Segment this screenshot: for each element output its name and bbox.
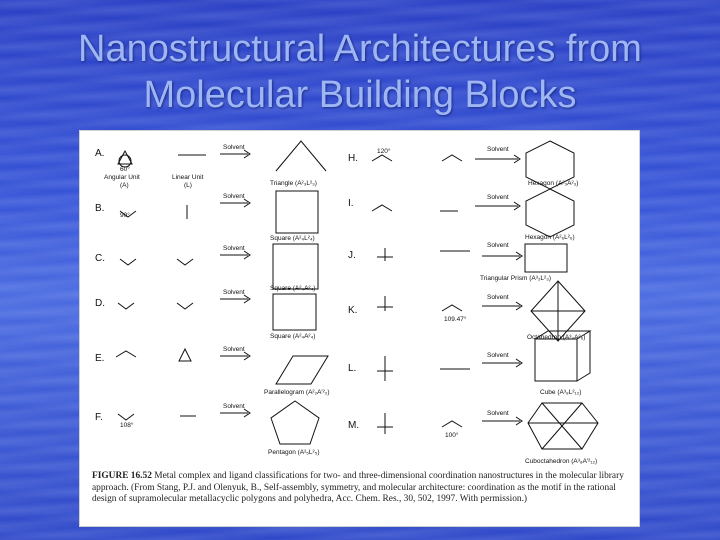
square-d-label: Square (A²₄A²₄) [270,333,315,340]
figure-image: A. B. C. D. E. F. H. I. J. K. L. M. 60° … [79,130,640,527]
solvent-label-a: Solvent [223,144,245,151]
angle-60-label: 60° [120,165,130,173]
figure-caption: FIGURE 16.52 Metal complex and ligand cl… [92,471,627,506]
angular-unit-label: Angular Unit [104,174,140,181]
square-product-b-shape [275,190,319,234]
cube-product-shape [534,338,578,382]
angular-unit-90-shape [119,210,137,218]
square-c-label: Square (A²₄A²₄) [270,285,315,292]
caption-label: FIGURE 16.52 [92,471,152,481]
caption-text: Metal complex and ligand classifications… [92,471,624,504]
angle-109-label: 109.47° [444,315,467,323]
solvent-label-l: Solvent [487,352,509,359]
linear-unit-code: (L) [184,182,192,189]
linear-unit-label: Linear Unit [172,174,204,181]
square-product-c-shape [272,243,319,290]
parallelogram-product-shape [275,355,329,385]
solvent-label-d: Solvent [223,289,245,296]
row-j-letter: J. [348,250,356,261]
angle-108-label: 108° [120,421,134,429]
angular-unit-code: (A) [120,182,129,189]
triangle-product-shape [275,140,327,172]
solvent-label-i: Solvent [487,194,509,201]
hexagon-h-label: Hexagon (A²₃A²₃) [528,180,578,187]
row-i-letter: I. [348,198,354,209]
solvent-label-m: Solvent [487,410,509,417]
row-l-letter: L. [348,363,356,374]
row-c-letter: C. [95,253,105,264]
solvent-label-k: Solvent [487,294,509,301]
triangular-prism-product-shape [524,243,568,273]
angle-90-label: 90° [120,211,130,219]
cuboctahedron-product-shape [527,402,599,450]
row-h-letter: H. [348,153,358,164]
octahedron-label: Octahedron (A³₄A²₆) [527,334,585,341]
row-f-letter: F. [95,412,103,423]
figure-diagram: A. B. C. D. E. F. H. I. J. K. L. M. 60° … [95,140,599,465]
hexagon-i-label: Hexagon (A²₆L²₆) [525,234,575,241]
triangle-label: Triangle (A²₃L²₃) [270,180,317,187]
square-product-d-shape [272,293,317,331]
solvent-label-c: Solvent [223,245,245,252]
angular-unit-60-shape [117,149,133,165]
row-e-letter: E. [95,353,104,364]
title-line-1: Nanostructural Architectures from [78,28,642,70]
solvent-label-b: Solvent [223,193,245,200]
angle-100-label: 100° [445,431,459,439]
parallelogram-label: Parallelogram (A²₂A′²₂) [264,389,330,396]
row-m-letter: M. [348,420,359,431]
row-b-letter: B. [95,203,104,214]
cuboctahedron-label: Cuboctahedron (A³₈A′²₁₂) [525,458,597,465]
slide-title: Nanostructural Architectures from Molecu… [0,26,720,118]
solvent-label-e: Solvent [223,346,245,353]
row-a-letter: A. [95,148,104,159]
title-line-2: Molecular Building Blocks [143,74,577,116]
square-b-label: Square (A²₄L²₄) [270,235,315,242]
pentagon-product-shape [270,400,320,445]
row-d-letter: D. [95,298,105,309]
row-k-letter: K. [348,305,357,316]
solvent-label-j: Solvent [487,242,509,249]
pentagon-label: Pentagon (A²₅L²₅) [268,449,319,456]
cube-label: Cube (A³₈L²₁₂) [540,389,581,396]
solvent-label-h: Solvent [487,146,509,153]
angle-120-label: 120° [377,147,391,155]
solvent-label-f: Solvent [223,403,245,410]
triangular-prism-label: Triangular Prism (A³₂L²₃) [480,275,551,282]
hexagon-product-i-shape [525,188,575,238]
